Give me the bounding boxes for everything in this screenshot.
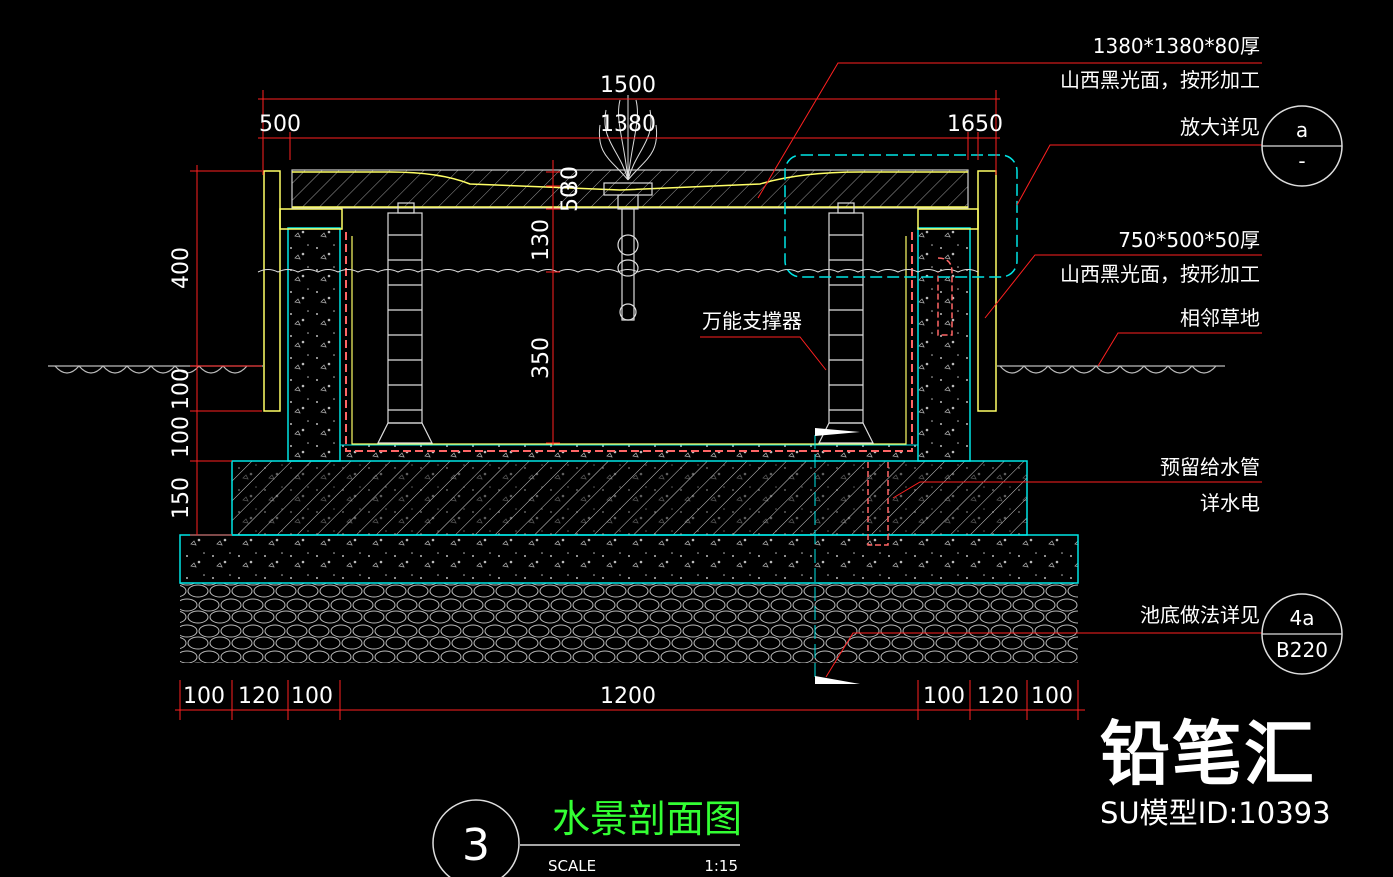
dim-v-350: 350 xyxy=(529,337,554,379)
scale-value: 1:15 xyxy=(704,857,738,875)
dim-left-100a: 100 xyxy=(169,368,194,410)
note-grass: 相邻草地 xyxy=(1180,306,1260,330)
title-name: 水景剖面图 xyxy=(552,797,742,841)
dim-v-30: 30 xyxy=(558,166,583,194)
dimension-lines xyxy=(175,90,1085,720)
supply-pipe xyxy=(867,257,953,546)
note-pool-bottom: 池底做法详见 xyxy=(1140,603,1260,627)
note-pipe-1: 预留给水管 xyxy=(1160,455,1260,479)
dim-v-130: 130 xyxy=(529,219,554,261)
ground-line-left xyxy=(48,365,263,374)
dim-bottom-4: 1200 xyxy=(600,684,656,709)
note-slab1-size: 1380*1380*80厚 xyxy=(1093,34,1260,58)
note-slab2-size: 750*500*50厚 xyxy=(1118,228,1260,252)
scale-label: SCALE xyxy=(548,857,596,875)
title-number-circle xyxy=(432,799,520,877)
ref-sheet: B220 xyxy=(1276,638,1328,662)
note-slab2-material: 山西黑光面，按形加工 xyxy=(1060,262,1260,286)
side-stone-left xyxy=(263,170,281,412)
gravel-layer xyxy=(180,583,1078,663)
dim-left-150: 150 xyxy=(169,477,194,519)
note-pipe-2: 详水电 xyxy=(1200,491,1260,515)
cap-stone-right xyxy=(917,208,979,230)
dim-bottom-5: 100 xyxy=(923,684,965,709)
support-right xyxy=(818,202,874,444)
dim-bottom-6: 120 xyxy=(977,684,1019,709)
cap-stone-left xyxy=(279,208,343,230)
detail-tag: a xyxy=(1296,118,1308,142)
dim-left-400: 400 xyxy=(169,247,194,289)
watermark-brand: 铅笔汇 xyxy=(1100,713,1316,795)
note-slab1-material: 山西黑光面，按形加工 xyxy=(1060,68,1260,92)
pool-wall-right xyxy=(917,227,971,462)
detail-sub: - xyxy=(1298,149,1305,173)
dim-bottom-7: 100 xyxy=(1031,684,1073,709)
note-detail-ref: 放大详见 xyxy=(1180,115,1260,139)
dim-top-inner: 1380 xyxy=(600,112,656,137)
dim-bottom-2: 120 xyxy=(238,684,280,709)
side-stone-right xyxy=(977,170,997,412)
note-support: 万能支撑器 xyxy=(702,309,802,333)
leader-lines xyxy=(700,62,1262,678)
dim-top-left: 500 xyxy=(259,112,301,137)
concrete-cushion xyxy=(179,534,1079,584)
dim-bottom-3: 100 xyxy=(291,684,333,709)
dim-v-50: 50 xyxy=(558,184,583,212)
watermark: 铅笔汇 SU模型ID:10393 xyxy=(1100,712,1380,830)
title-number: 3 xyxy=(462,820,490,871)
watermark-model-id: SU模型ID:10393 xyxy=(1100,796,1331,830)
pool-floor xyxy=(339,444,919,462)
detail-reference-circle xyxy=(1261,105,1343,187)
section-marker-bottom xyxy=(815,676,860,684)
section-marker-top xyxy=(815,428,860,436)
waterproof-layer xyxy=(345,232,913,452)
support-left xyxy=(377,202,433,444)
fountain-nozzle xyxy=(603,182,653,321)
ground-line-right xyxy=(997,365,1225,374)
dim-bottom-1: 100 xyxy=(183,684,225,709)
water-line xyxy=(257,269,979,273)
dim-left-100b: 100 xyxy=(169,416,194,458)
pool-wall-left xyxy=(287,227,341,462)
ref-tag: 4a xyxy=(1290,606,1315,630)
dim-top-right: 1650 xyxy=(947,112,1003,137)
dim-top-overall: 1500 xyxy=(600,73,656,98)
pool-bottom-reference-circle xyxy=(1261,593,1343,675)
